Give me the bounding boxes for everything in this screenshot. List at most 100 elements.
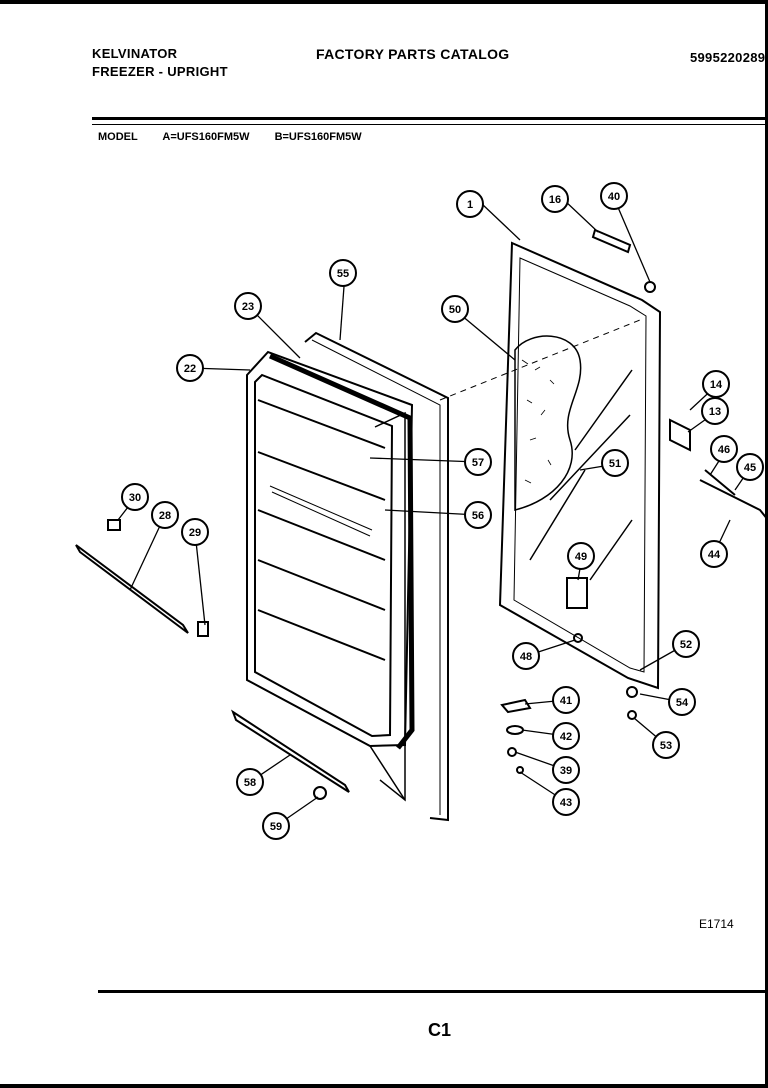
callout-circle (601, 449, 629, 477)
callout-circle (552, 722, 580, 750)
callout-number: 40 (608, 191, 620, 203)
callout-number: 39 (560, 765, 572, 777)
callout-circle (668, 688, 696, 716)
callout-41: 41 (552, 686, 580, 714)
callout-16: 16 (541, 185, 569, 213)
callout-circle (441, 295, 469, 323)
footer-rule (98, 990, 768, 993)
callout-number: 59 (270, 821, 282, 833)
callout-51: 51 (601, 449, 629, 477)
callout-number: 29 (189, 527, 201, 539)
callout-circle (567, 542, 595, 570)
callout-49: 49 (567, 542, 595, 570)
callout-14: 14 (702, 370, 730, 398)
callout-number: 54 (676, 697, 689, 709)
callout-59: 59 (262, 812, 290, 840)
callout-40: 40 (600, 182, 628, 210)
callout-46: 46 (710, 435, 738, 463)
header-rule-top (92, 117, 768, 120)
callout-39: 39 (552, 756, 580, 784)
product-type: FREEZER - UPRIGHT (92, 64, 228, 79)
callout-43: 43 (552, 788, 580, 816)
callout-45: 45 (736, 453, 764, 481)
diagram-reference: E1714 (699, 917, 734, 931)
model-a: A=UFS160FM5W (162, 131, 250, 143)
callout-circle (552, 686, 580, 714)
callout-number: 30 (129, 492, 141, 504)
callout-number: 50 (449, 304, 461, 316)
callout-circle (151, 501, 179, 529)
callout-number: 16 (549, 194, 561, 206)
brand-name: KELVINATOR (92, 46, 178, 61)
callout-circle (456, 190, 484, 218)
callout-circle (541, 185, 569, 213)
callout-number: 46 (718, 444, 730, 456)
scan-border-right (765, 0, 768, 1088)
callout-circle (176, 354, 204, 382)
callout-number: 52 (680, 639, 692, 651)
callout-number: 57 (472, 457, 484, 469)
callout-circle (329, 259, 357, 287)
callout-number: 22 (184, 363, 196, 375)
callout-54: 54 (668, 688, 696, 716)
scan-border-top (0, 0, 768, 4)
callout-circle (552, 756, 580, 784)
leader-lines (117, 197, 751, 827)
callout-number: 53 (660, 740, 672, 752)
catalog-number: 5995220289 (690, 50, 766, 65)
callout-48: 48 (512, 642, 540, 670)
callout-number: 48 (520, 651, 532, 663)
callout-number: 23 (242, 301, 254, 313)
callout-22: 22 (176, 354, 204, 382)
callout-number: 1 (467, 199, 473, 211)
callout-circle (234, 292, 262, 320)
callout-52: 52 (672, 630, 700, 658)
callout-number: 58 (244, 777, 256, 789)
callout-circle (262, 812, 290, 840)
callout-23: 23 (234, 292, 262, 320)
callout-58: 58 (236, 768, 264, 796)
callout-1: 1 (456, 190, 484, 218)
callout-circle (464, 448, 492, 476)
model-list: MODEL A=UFS160FM5W B=UFS160FM5W (98, 131, 384, 143)
callout-circle (672, 630, 700, 658)
callout-number: 49 (575, 551, 587, 563)
callout-circle (121, 483, 149, 511)
callout-number: 45 (744, 462, 756, 474)
callout-number: 56 (472, 510, 484, 522)
callout-30: 30 (121, 483, 149, 511)
callout-number: 55 (337, 268, 349, 280)
callout-circle (652, 731, 680, 759)
callout-circle (512, 642, 540, 670)
callout-28: 28 (151, 501, 179, 529)
callout-circle (236, 768, 264, 796)
callout-circle (464, 501, 492, 529)
callout-number: 14 (710, 379, 723, 391)
door-assembly-drawing (75, 331, 449, 822)
callout-42: 42 (552, 722, 580, 750)
callout-number: 51 (609, 458, 621, 470)
callout-56: 56 (464, 501, 492, 529)
catalog-title: FACTORY PARTS CATALOG (316, 46, 510, 62)
callout-number: 41 (560, 695, 572, 707)
page-identifier: C1 (428, 1020, 452, 1040)
callout-number: 43 (560, 797, 572, 809)
callout-circle (736, 453, 764, 481)
header-rule-bottom (92, 124, 768, 125)
callout-number: 13 (709, 406, 721, 418)
callout-13: 13 (701, 397, 729, 425)
scan-border-bottom (0, 1084, 768, 1088)
callout-circle (552, 788, 580, 816)
model-b: B=UFS160FM5W (274, 131, 362, 143)
callout-53: 53 (652, 731, 680, 759)
callout-number: 28 (159, 510, 171, 522)
callout-circle (701, 397, 729, 425)
callout-29: 29 (181, 518, 209, 546)
callout-circle (710, 435, 738, 463)
callout-number: 42 (560, 731, 572, 743)
callout-circle (702, 370, 730, 398)
callout-circle (600, 182, 628, 210)
callout-circle (181, 518, 209, 546)
